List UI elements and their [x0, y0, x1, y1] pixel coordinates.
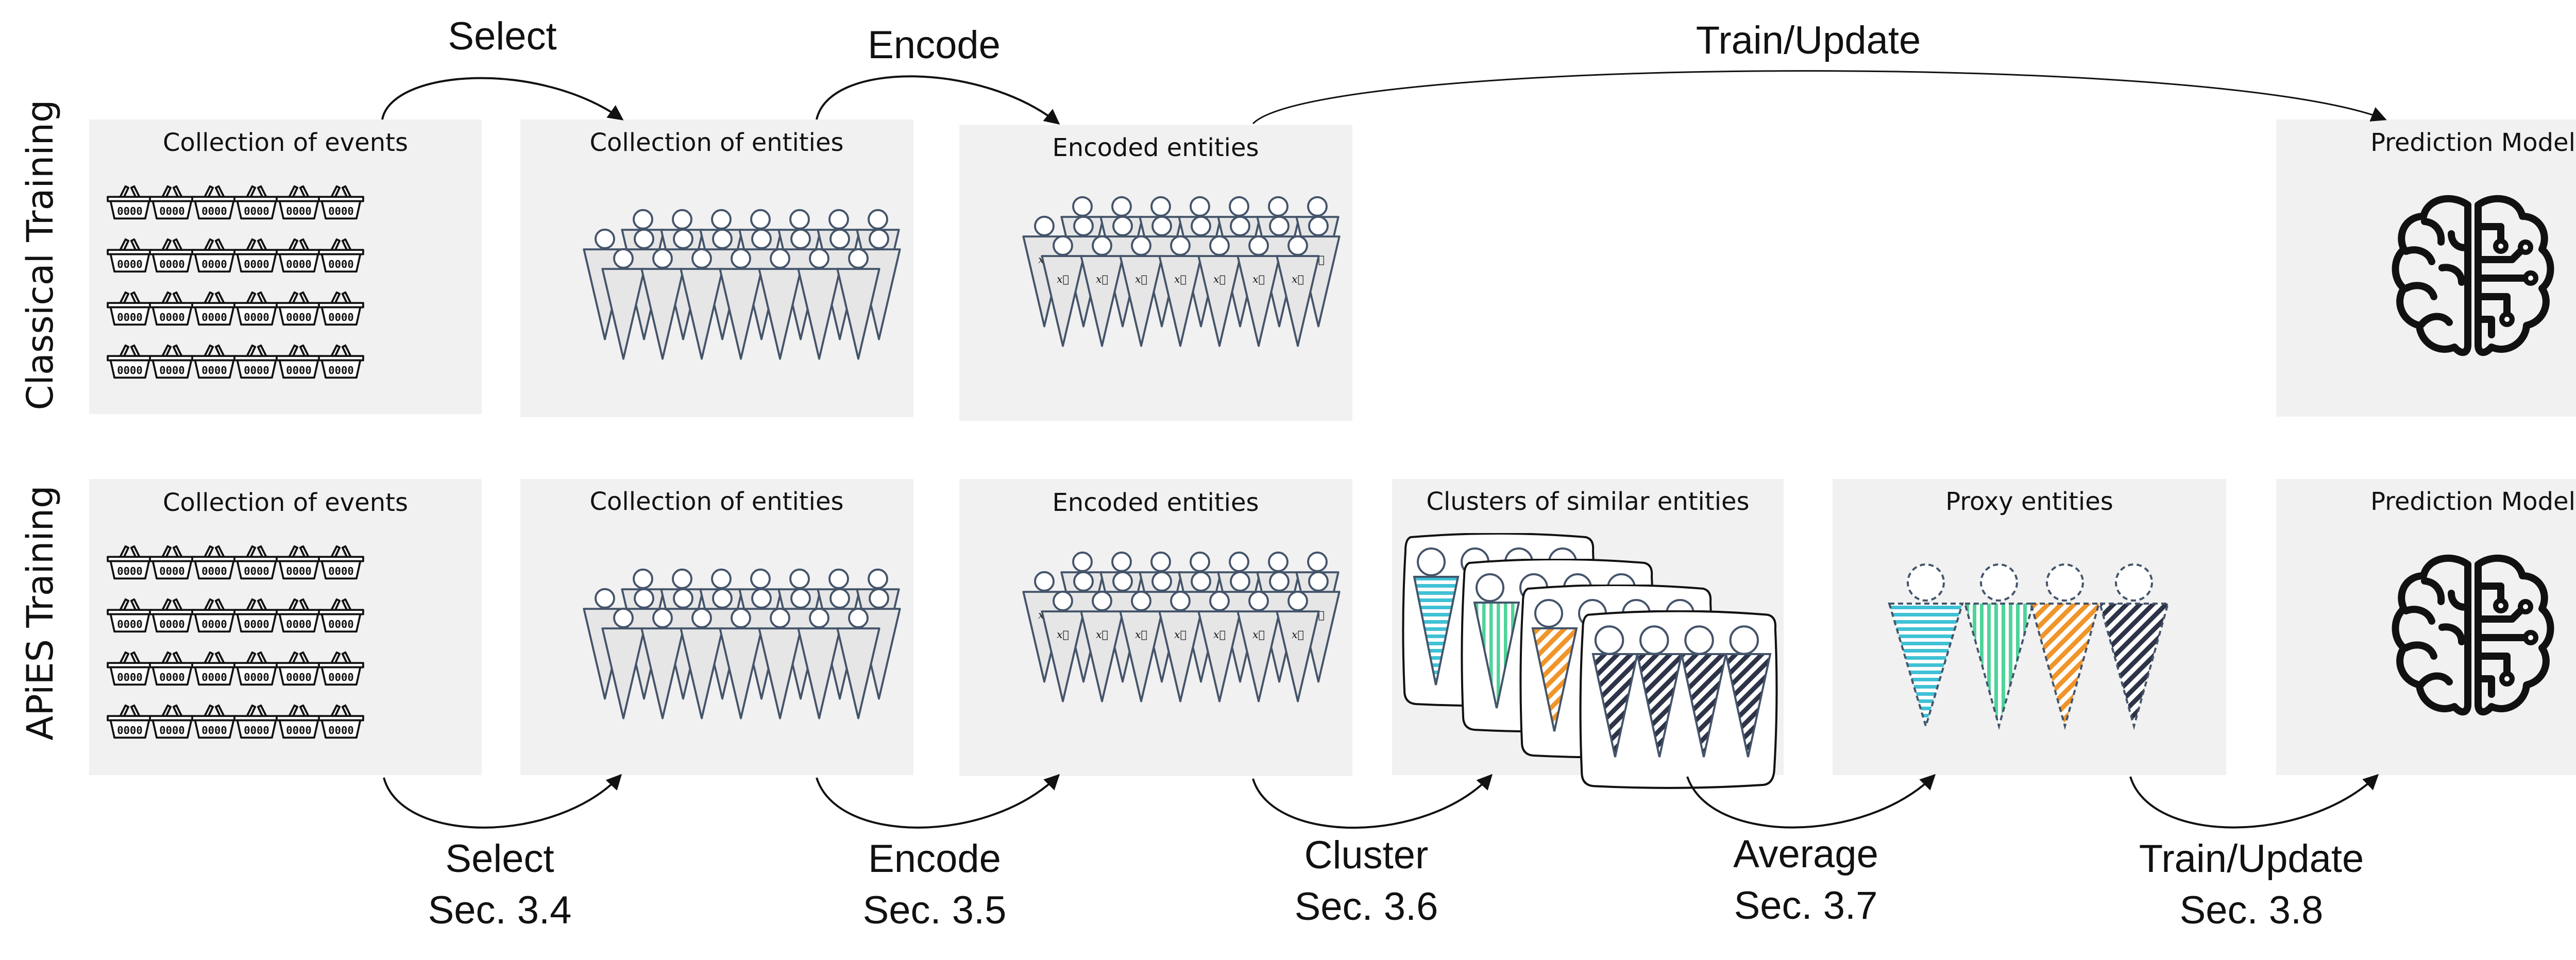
apies-encode-arrow: Encode Sec. 3.5 [816, 774, 1060, 932]
box-title: Prediction Model [2370, 128, 2575, 157]
apies-model-box: Prediction Model [2276, 479, 2576, 775]
apies-cluster-arrow: Cluster Sec. 3.6 [1252, 774, 1493, 929]
arrow-label: Select [448, 14, 556, 58]
apies-clusters-box: Clusters of similar entities [1392, 479, 1784, 788]
classical-model-box: Prediction Model [2276, 119, 2576, 417]
arrow-section: Sec. 3.7 [1734, 884, 1878, 928]
apies-select-arrow: Select Sec. 3.4 [383, 774, 622, 932]
cluster-card-icon [1461, 559, 1654, 733]
box-title: Collection of entities [589, 487, 843, 516]
arrow-label: Encode [868, 23, 1001, 67]
proxy-person-icon [1963, 563, 2035, 730]
apies-average-arrow: Average Sec. 3.7 [1686, 774, 1936, 928]
classical-encoded-box: Encoded entities [959, 125, 1352, 421]
arrow-label: Average [1733, 832, 1878, 876]
box-title: Collection of events [163, 488, 408, 517]
box-title: Encoded entities [1052, 488, 1259, 517]
cluster-card-icon [1519, 585, 1713, 759]
box-title: Encoded entities [1052, 133, 1259, 162]
arrow-label: Train/Update [2139, 837, 2364, 881]
arrow-label: Encode [868, 837, 1001, 881]
box-title: Proxy entities [1945, 487, 2113, 516]
cluster-card-icon [1402, 533, 1596, 707]
cluster-card-icon [1581, 611, 1777, 788]
row-label-classical: Classical Training [19, 100, 61, 410]
box-title: Collection of events [163, 128, 408, 157]
classical-train-arrow: Train/Update [1252, 19, 2387, 125]
proxy-person-icon [1888, 563, 1964, 730]
box-title: Prediction Model [2370, 487, 2575, 516]
arrow-label: Select [445, 837, 554, 881]
box-title: Collection of entities [589, 128, 843, 157]
arrow-label: Train/Update [1696, 19, 1921, 62]
arrow-section: Sec. 3.5 [863, 888, 1007, 932]
arrow-section: Sec. 3.4 [428, 888, 572, 932]
apies-entities-box: Collection of entities [520, 479, 913, 775]
apies-train-arrow: Train/Update Sec. 3.8 [2129, 774, 2379, 932]
apies-events-box: Collection of events [89, 479, 482, 775]
arrow-section: Sec. 3.6 [1295, 885, 1438, 929]
classical-select-arrow: Select [381, 14, 624, 121]
apies-encoded-box: Encoded entities [959, 479, 1352, 776]
apies-proxy-box: Proxy entities [1833, 479, 2226, 775]
arrow-section: Sec. 3.8 [2180, 888, 2324, 932]
classical-entities-box: Collection of entities [520, 119, 913, 417]
classical-encode-arrow: Encode [816, 23, 1060, 125]
proxy-person-icon [2029, 563, 2100, 730]
row-label-apies: APiES Training [19, 485, 61, 740]
box-title: Clusters of similar entities [1426, 487, 1749, 516]
arrow-label: Cluster [1304, 833, 1429, 877]
classical-events-box: Collection of events [89, 119, 482, 414]
proxy-person-icon [2098, 563, 2170, 730]
